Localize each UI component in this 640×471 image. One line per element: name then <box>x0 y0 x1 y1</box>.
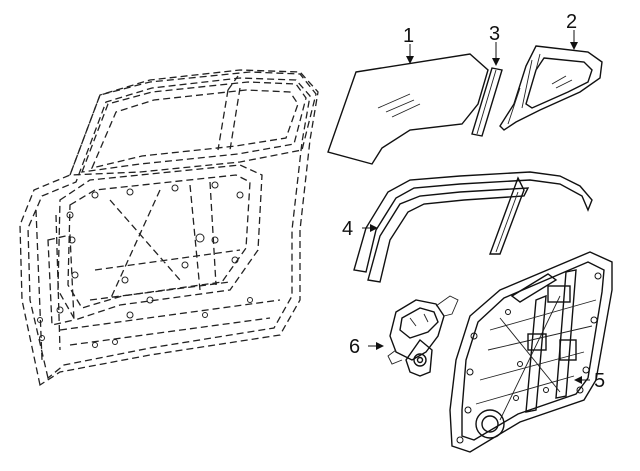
callout-2: 2 <box>566 11 577 33</box>
part-door-glass <box>327 53 489 165</box>
callout-5: 5 <box>594 370 605 392</box>
callout-4: 4 <box>342 218 353 240</box>
part-window-regulator <box>449 251 613 453</box>
part-window-motor <box>387 295 459 377</box>
part-run-channel <box>471 67 503 137</box>
callout-3: 3 <box>489 23 500 45</box>
part-weatherstrip <box>353 171 593 283</box>
part-quarter-glass <box>499 45 603 131</box>
callout-1: 1 <box>403 25 414 47</box>
callout-6: 6 <box>349 336 360 358</box>
callout-leaders <box>362 30 590 384</box>
door-shell-outline <box>19 69 319 387</box>
